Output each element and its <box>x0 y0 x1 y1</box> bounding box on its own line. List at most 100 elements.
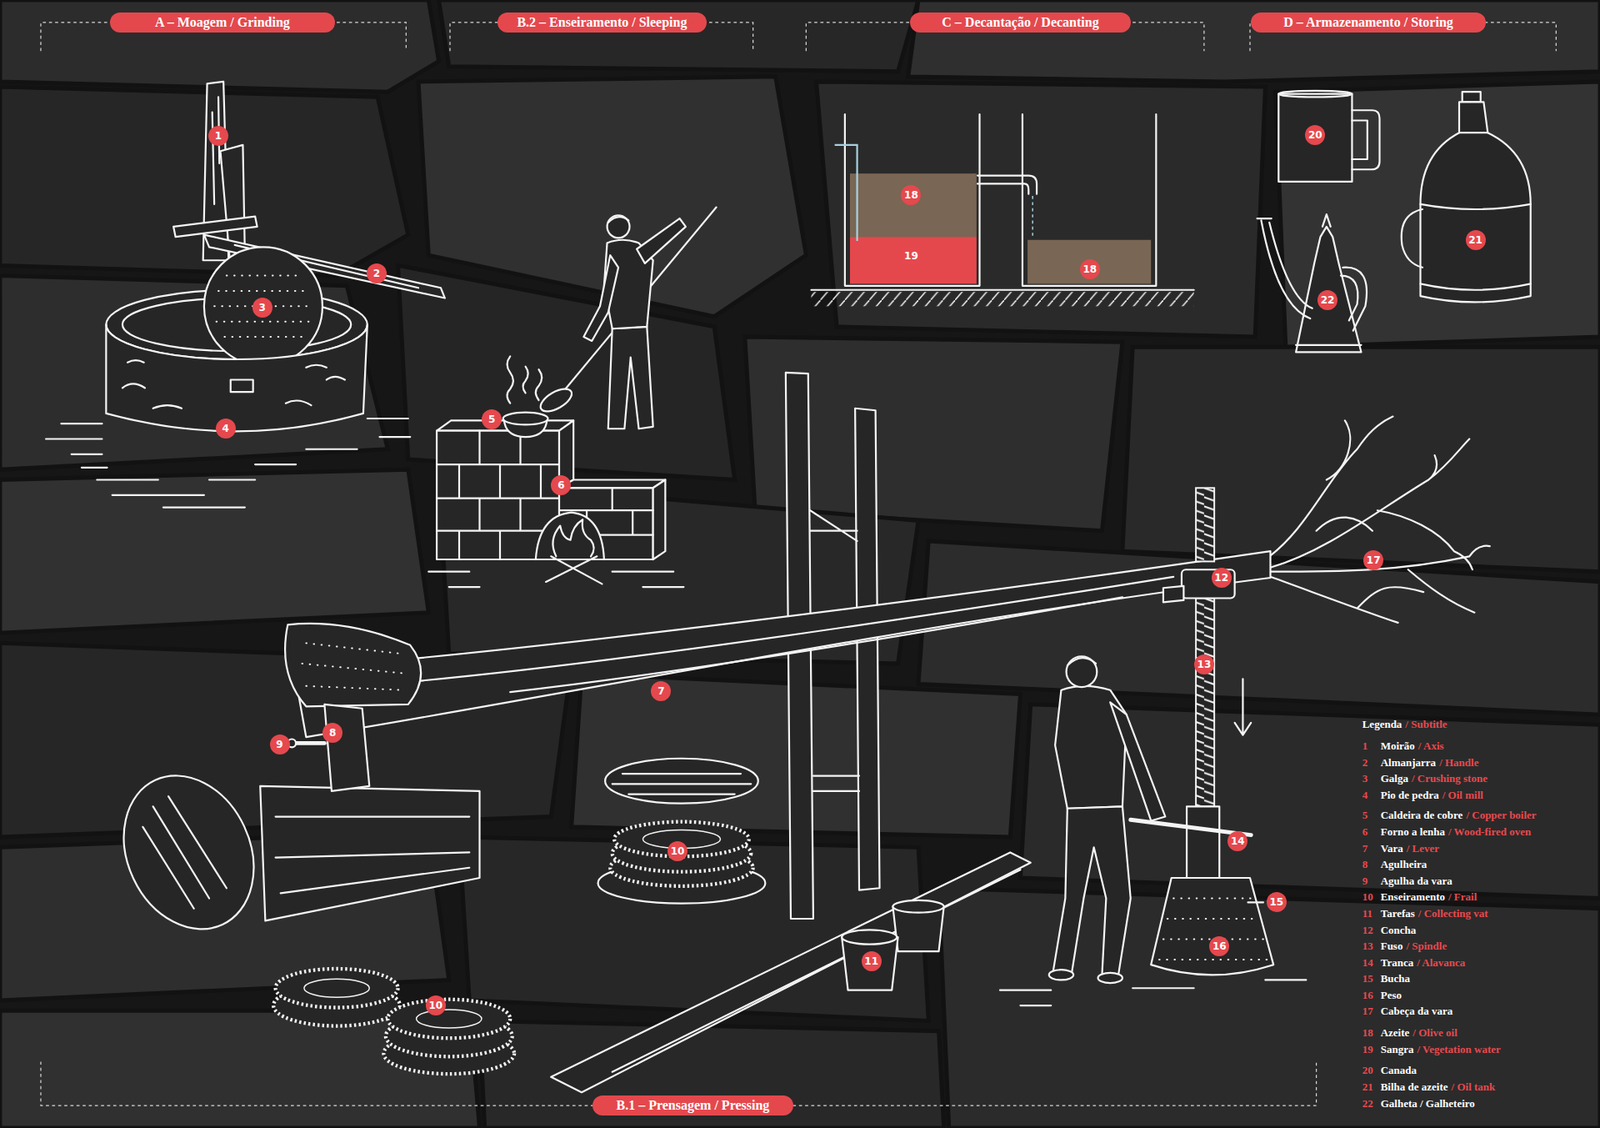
legend-term: Concha <box>1380 923 1417 936</box>
callout-text: 7 <box>657 685 665 697</box>
beam-press-drawing <box>612 773 752 794</box>
callout-text: 8 <box>329 726 336 739</box>
wood-fired-oven-drawing <box>636 218 686 264</box>
decanting-tanks-drawing <box>850 173 977 237</box>
legend-number: 12 <box>1362 923 1381 937</box>
beam-press-drawing <box>275 816 470 894</box>
callout-number: 17 <box>1363 550 1384 570</box>
legend-row: 3Galga/ Crushing stone <box>1362 771 1488 785</box>
beam-press-drawing <box>1195 487 1215 561</box>
callout-text: 15 <box>1269 895 1284 908</box>
beam-press-drawing <box>408 576 1174 692</box>
callout-number: 15 <box>1266 891 1287 912</box>
beam-press-drawing <box>387 999 510 1039</box>
legend-row: 13Fuso/ Spindle <box>1362 939 1448 953</box>
oil-mill-drawing <box>45 81 445 508</box>
legend-term: Bilha de azeite <box>1380 1080 1449 1093</box>
heading-text: D – Armazenamento / Storing <box>1283 15 1454 30</box>
beam-press-drawing <box>1098 972 1123 983</box>
legend-term: Agulheira <box>1380 857 1428 870</box>
legend-translation: / Handle <box>1439 755 1479 769</box>
callout-text: 5 <box>488 413 495 425</box>
callout-number: 5 <box>481 409 502 430</box>
heading-text: B.1 – Prensagem / Pressing <box>616 1097 770 1112</box>
decanting-tanks-drawing <box>835 145 858 241</box>
legend-row: 12Concha <box>1362 923 1417 937</box>
wood-fired-oven-drawing <box>607 215 630 238</box>
decanting-tanks-drawing <box>850 236 977 284</box>
stone-background <box>939 887 1600 1128</box>
legend-translation: / Olive oil <box>1412 1025 1457 1039</box>
oil-mill-drawing <box>230 379 254 392</box>
callout-number: 18 <box>1080 259 1100 280</box>
stone-background <box>908 0 1600 82</box>
storage-vessels-drawing <box>1295 226 1361 353</box>
legend-number: 10 <box>1362 890 1381 904</box>
legend-row: Legenda/ Subtitle <box>1362 717 1448 731</box>
legend-row: 21Bilha de azeite/ Oil tank <box>1362 1080 1496 1094</box>
beam-press-drawing <box>304 978 370 997</box>
legend-row: 19Sangra/ Vegetation water <box>1362 1042 1501 1056</box>
beam-press-drawing <box>855 408 880 890</box>
wood-fired-oven-drawing <box>559 479 665 488</box>
wood-fired-oven-drawing <box>428 207 716 587</box>
section-heading: C – Decantação / Decanting <box>910 12 1132 33</box>
oil-mill-drawing <box>204 246 323 365</box>
wood-fired-oven-drawing <box>436 430 654 560</box>
legend-term: Forno a lenha <box>1380 825 1445 838</box>
legend-translation: / Oil tank <box>1451 1080 1496 1093</box>
callout-text: 16 <box>1212 940 1227 952</box>
legend-term: Tranca <box>1380 955 1414 969</box>
legend-number: 15 <box>1362 971 1381 985</box>
legend-row: 6Forno a lenha/ Wood-fired oven <box>1362 825 1532 839</box>
callout-number: 9 <box>270 734 290 755</box>
beam-press-drawing <box>1000 979 1306 1005</box>
callout-number: 4 <box>215 418 236 439</box>
wood-fired-oven-drawing <box>583 255 619 341</box>
legend-term: Peso <box>1380 988 1402 1001</box>
legend-row: 7Vara/ Lever <box>1362 841 1440 855</box>
legend-number: 7 <box>1362 841 1381 855</box>
beam-press-drawing <box>275 968 399 1008</box>
legend-row: 11Tarefas/ Collecting vat <box>1362 906 1489 920</box>
legend-row: 2Almanjarra/ Handle <box>1362 755 1480 770</box>
storage-vessels-drawing <box>1278 94 1352 182</box>
stone-background <box>1122 346 1600 571</box>
beam-press-drawing <box>416 1009 482 1028</box>
decanting-tanks-drawing <box>1031 195 1033 239</box>
wood-fired-oven-drawing <box>507 355 543 403</box>
callout-number: 6 <box>550 475 571 495</box>
beam-press-drawing <box>1163 585 1184 603</box>
legend-translation: / Frail <box>1448 890 1477 903</box>
callout-text: 21 <box>1468 234 1483 246</box>
legend-number: 8 <box>1362 857 1381 871</box>
legend-row: 5Caldeira de cobre/ Copper boiler <box>1362 808 1537 822</box>
storage-vessels-drawing <box>1278 90 1352 97</box>
decanting-tanks-drawing <box>810 114 1194 306</box>
legend-number: 21 <box>1362 1080 1381 1094</box>
legend-number: 16 <box>1362 988 1381 1002</box>
beam-press-drawing <box>1067 657 1096 665</box>
legend-row: 4Pio de pedra/ Oil mill <box>1362 788 1484 802</box>
beam-press-drawing <box>605 758 759 804</box>
legend-number: 13 <box>1362 939 1381 953</box>
legend-translation: / Copper boiler <box>1465 808 1536 821</box>
legend-number: 5 <box>1362 808 1381 822</box>
legend-title: Legenda <box>1362 717 1403 730</box>
legend-term: Azeite <box>1380 1025 1410 1039</box>
decanting-tanks-drawing <box>1027 240 1151 285</box>
beam-press-drawing <box>1110 701 1165 820</box>
legend-term: Moirão <box>1380 739 1415 752</box>
legend-translation: / Collecting vat <box>1418 906 1489 920</box>
legend-term: Pio de pedra <box>1380 788 1440 801</box>
section-heading: A – Moagem / Grinding <box>110 12 335 33</box>
callout-text: 10 <box>428 999 443 1011</box>
section-heading: B.1 – Prensagem / Pressing <box>592 1095 794 1115</box>
stone-background <box>480 1020 945 1128</box>
beam-press-drawing <box>1186 805 1220 878</box>
callout-text: 2 <box>373 267 380 280</box>
legend-row: 20Canada <box>1362 1063 1417 1077</box>
